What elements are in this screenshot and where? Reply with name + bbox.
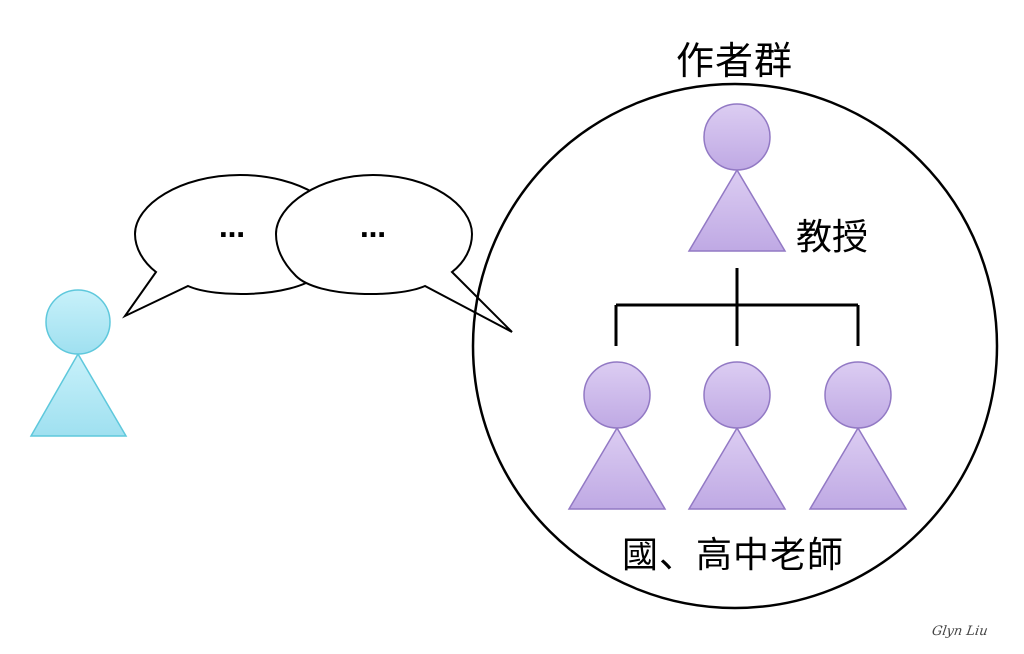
- teacher-head: [703, 361, 771, 429]
- teacher-body: [808, 426, 908, 510]
- professor-label: 教授: [796, 217, 869, 258]
- teacher-head: [583, 361, 651, 429]
- hierarchy-lines: [614, 268, 860, 346]
- reader-head: [45, 289, 111, 355]
- teacher-figure-middle: [687, 361, 787, 510]
- teachers-label: 國、高中老師: [622, 535, 845, 576]
- reader-body: [29, 352, 128, 437]
- speech-bubble-right: [274, 173, 513, 333]
- teacher-figure-right: [808, 361, 908, 510]
- speech-bubble-left-text: …: [219, 214, 245, 244]
- author-group-title: 作者群: [676, 39, 794, 83]
- signature-watermark: Glyn Liu: [930, 624, 989, 639]
- author-group-circle: [471, 82, 999, 610]
- speech-bubbles: [121, 173, 513, 333]
- teacher-head: [824, 361, 892, 429]
- reader-figure: [29, 289, 128, 437]
- speech-bubble-right-text: …: [360, 214, 386, 244]
- professor-figure: [687, 103, 787, 252]
- teacher-body: [567, 426, 667, 510]
- teacher-body: [687, 426, 787, 510]
- teacher-figure-left: [567, 361, 667, 510]
- professor-head: [703, 103, 771, 171]
- professor-body: [687, 168, 787, 252]
